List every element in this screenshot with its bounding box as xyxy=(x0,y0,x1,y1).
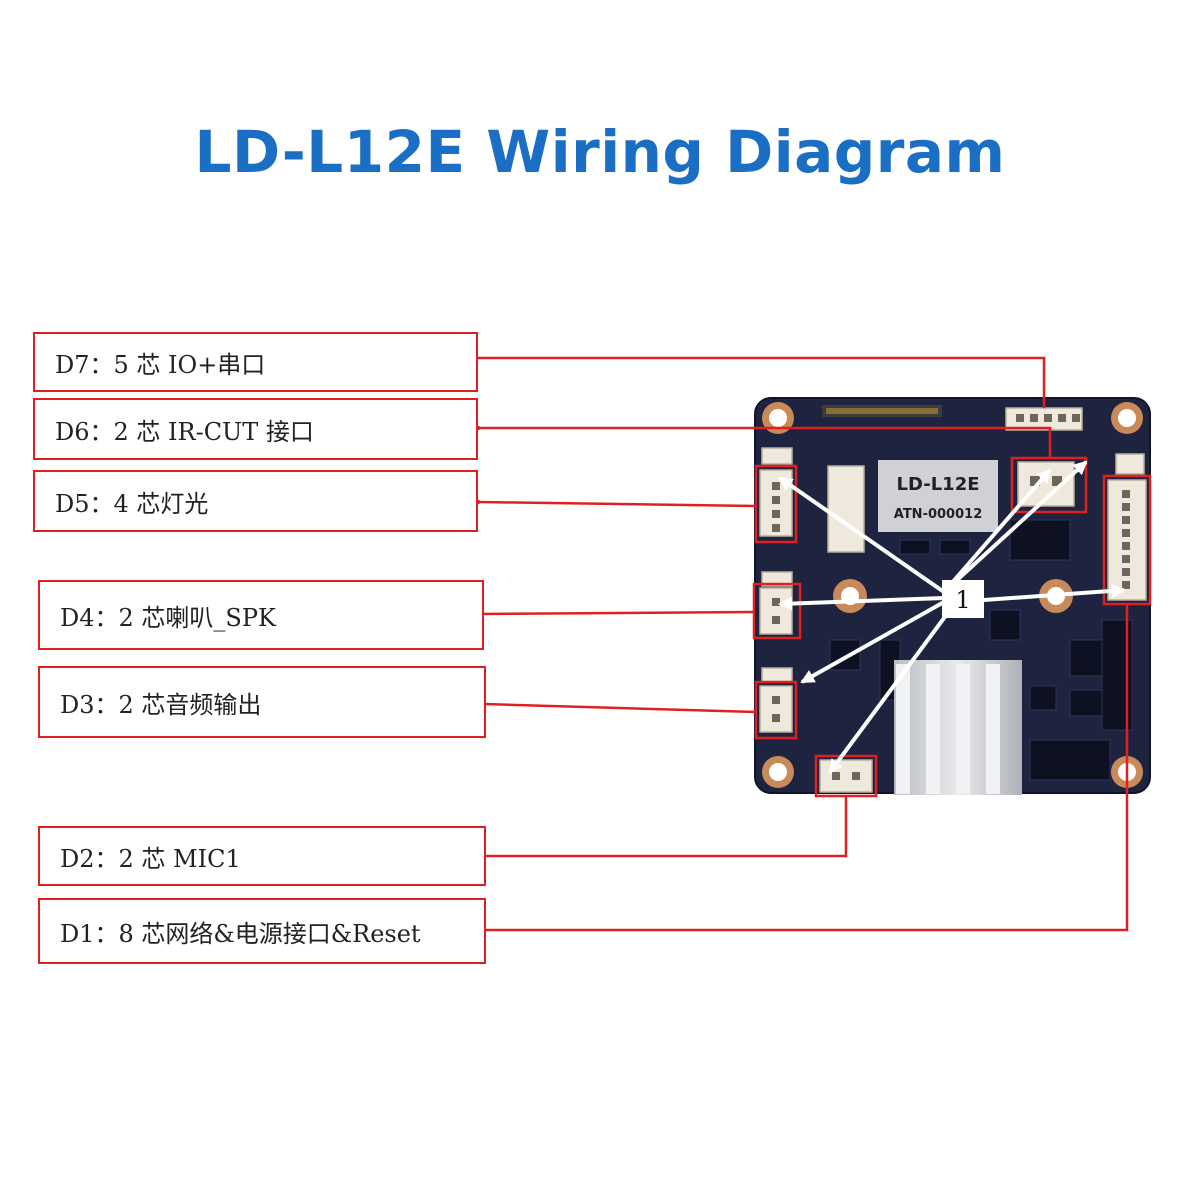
connector-d4 xyxy=(759,587,793,635)
main-chip: LD-L12E ATN-000012 xyxy=(878,460,998,532)
label-d6: D6：2 芯 IR-CUT 接口 xyxy=(33,398,478,460)
label-d5: D5：4 芯灯光 xyxy=(33,470,478,532)
chip-model: LD-L12E xyxy=(896,474,979,495)
pointer-lines xyxy=(778,460,1126,774)
page-title: LD-L12E Wiring Diagram xyxy=(194,118,1006,186)
label-d2: D2：2 芯 MIC1 xyxy=(38,826,486,886)
chip-id: ATN-000012 xyxy=(894,507,982,522)
connector-d3 xyxy=(759,685,793,733)
hub-marker: 1 xyxy=(942,580,984,618)
connector-usb xyxy=(827,465,865,553)
leader-lines xyxy=(476,358,1129,930)
heatsink xyxy=(894,660,1022,795)
label-d1: D1：8 芯网络&电源接口&Reset xyxy=(38,898,486,964)
connector-d2 xyxy=(819,759,873,793)
label-d7: D7：5 芯 IO+串口 xyxy=(33,332,478,392)
label-d4: D4：2 芯喇叭_SPK xyxy=(38,580,484,650)
label-d3: D3：2 芯音频输出 xyxy=(38,666,486,738)
hub-label: 1 xyxy=(955,586,970,614)
connector-d1 xyxy=(1107,479,1147,601)
